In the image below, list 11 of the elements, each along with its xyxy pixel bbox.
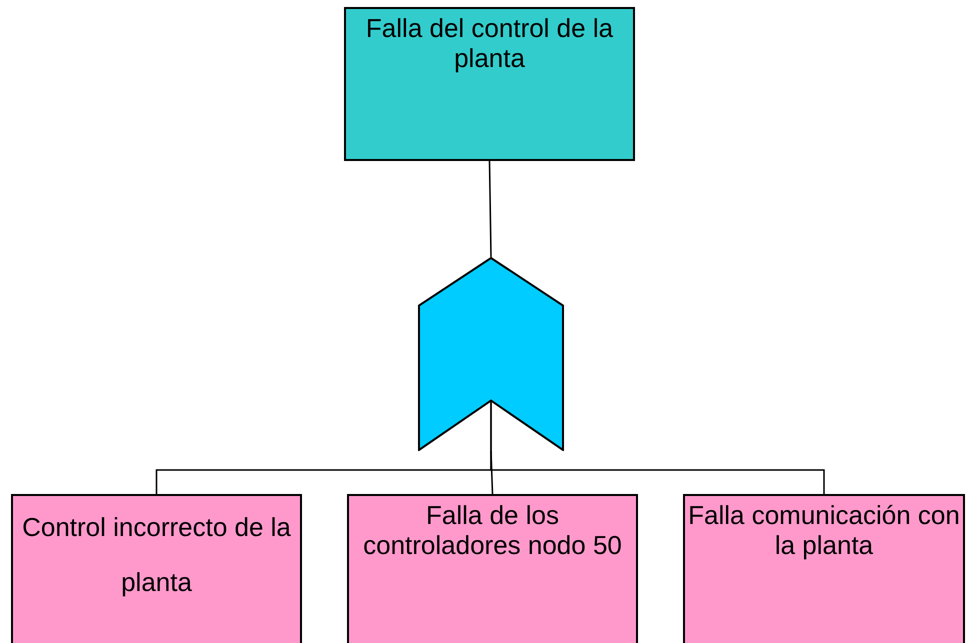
event-box	[347, 494, 638, 643]
connector-line	[488, 160, 492, 258]
event-box	[11, 494, 302, 643]
event-box	[344, 7, 635, 161]
event-text: Control incorrecto de la planta	[21, 511, 292, 599]
event-text: Falla de los controladores nodo 50	[362, 500, 623, 560]
event-text: Falla comunicación con la planta	[687, 500, 961, 560]
connector-line	[490, 400, 825, 494]
gate-symbol	[418, 257, 564, 451]
event-text: Falla del control de la planta	[364, 13, 614, 73]
event-box	[683, 494, 965, 643]
